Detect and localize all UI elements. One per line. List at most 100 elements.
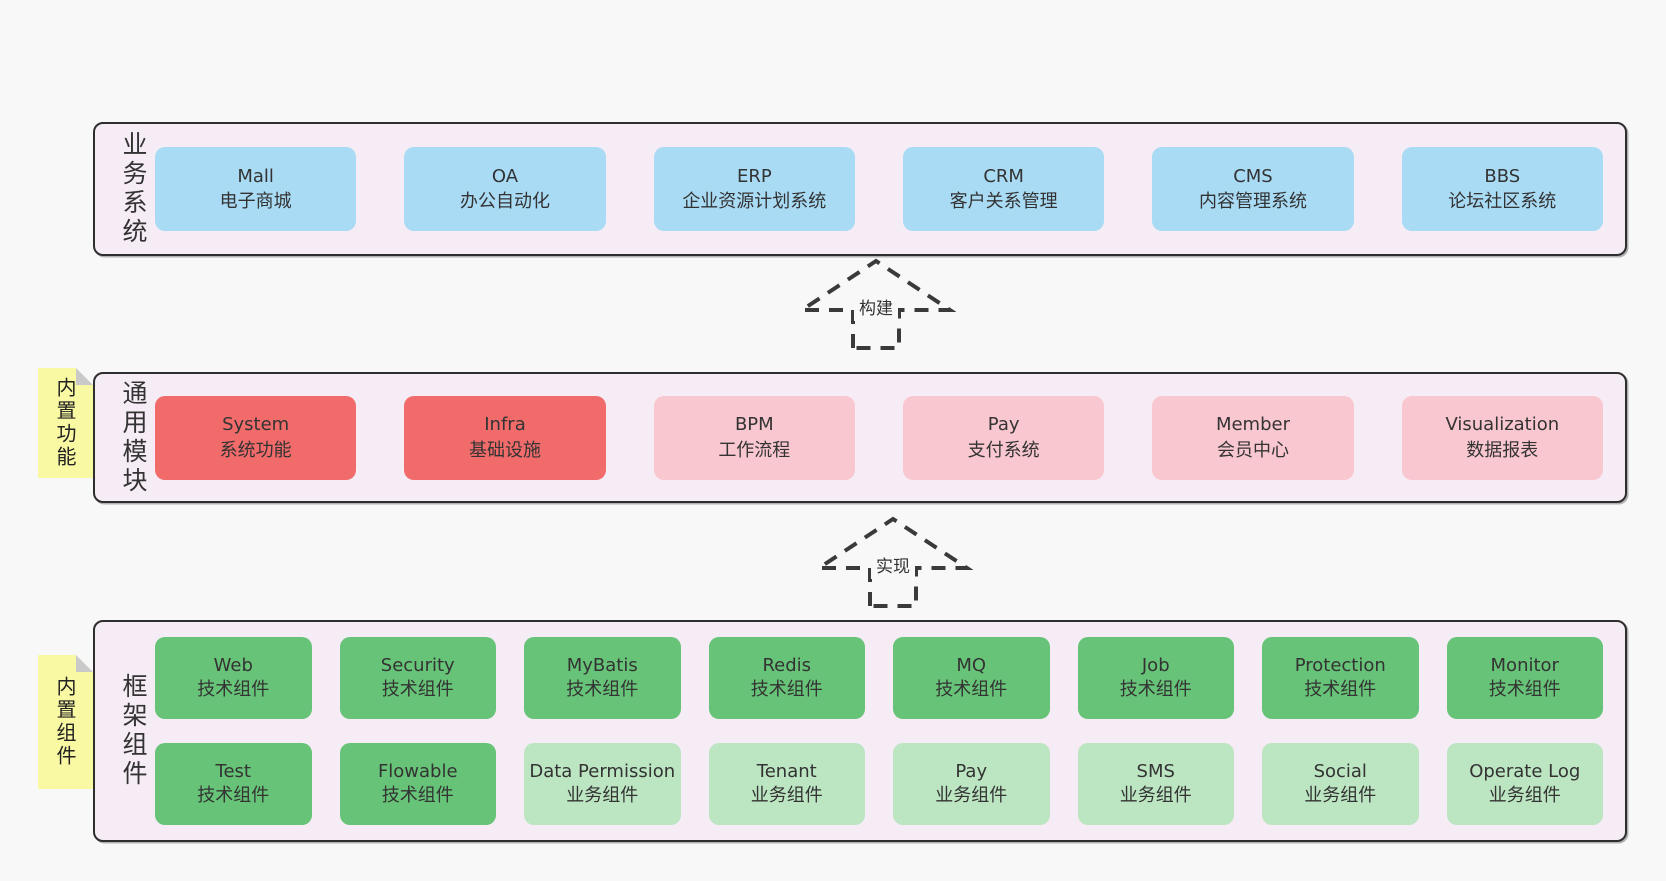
section-common-modules: 通用模块 System 系统功能 Infra 基础设施 BPM 工作流程 Pay 支付系统 Me… [93, 372, 1627, 503]
box-subtitle: 技术组件 [381, 679, 454, 700]
box-subtitle: 业务组件 [935, 785, 1008, 806]
box-subtitle: 技术组件 [566, 679, 639, 700]
box-subtitle: 技术组件 [935, 679, 1008, 700]
box-title: Monitor [1490, 655, 1559, 677]
box-title: MyBatis [566, 655, 638, 677]
box-title: Operate Log [1469, 761, 1581, 783]
box-title: Flowable [377, 761, 458, 783]
section-label: 通用模块 [119, 379, 148, 496]
box-title: Data Permission [529, 761, 676, 783]
box-title: Pay [987, 414, 1020, 436]
box-title: Redis [762, 655, 812, 677]
box-subtitle: 技术组件 [750, 679, 823, 700]
box-erp: ERP 企业资源计划系统 [653, 147, 855, 231]
section-label: 业务系统 [119, 131, 148, 247]
note-built-in-functions: 内置功能 [38, 368, 93, 478]
box-subtitle: 数据报表 [1466, 439, 1539, 461]
box-oa: OA 办公自动化 [404, 147, 606, 231]
arrow-implement: 实现 [813, 514, 973, 610]
box-title: System [222, 414, 290, 436]
box-subtitle: 业务组件 [1304, 785, 1377, 806]
box-title: Pay [955, 761, 988, 783]
box-system: System 系统功能 [155, 395, 357, 480]
box-title: SMS [1136, 761, 1175, 783]
box-subtitle: 办公自动化 [459, 191, 550, 212]
folded-corner-icon [76, 655, 93, 672]
box-subtitle: 技术组件 [381, 785, 454, 806]
box-title: MQ [956, 655, 987, 677]
box-bpm: BPM 工作流程 [653, 395, 855, 480]
box-title: Tenant [756, 761, 817, 783]
box-subtitle: 业务组件 [1488, 785, 1561, 806]
box-infra: Infra 基础设施 [404, 395, 606, 480]
box-visualization: Visualization 数据报表 [1401, 395, 1603, 480]
section-label: 框架组件 [119, 673, 148, 789]
box-title: OA [491, 165, 519, 187]
box-subtitle: 论坛社区系统 [1448, 191, 1557, 212]
box-title: Protection [1294, 655, 1386, 677]
box-row: System 系统功能 Infra 基础设施 BPM 工作流程 Pay 支付系统 Member 会… [151, 395, 1625, 480]
box-subtitle: 技术组件 [197, 785, 270, 806]
box-title: Infra [484, 414, 526, 436]
box-subtitle: 客户关系管理 [949, 191, 1058, 212]
box-subtitle: 工作流程 [718, 439, 791, 461]
box-title: ERP [736, 165, 772, 187]
note-built-in-components: 内置组件 [38, 655, 93, 789]
box-crm: CRM 客户关系管理 [902, 147, 1105, 231]
box-subtitle: 技术组件 [1119, 679, 1192, 700]
box-subtitle: 会员中心 [1216, 439, 1289, 461]
box-title: Visualization [1445, 414, 1560, 436]
note-label: 内置组件 [53, 676, 77, 768]
box-subtitle: 支付系统 [967, 439, 1040, 461]
box-subtitle: 业务组件 [750, 785, 823, 806]
box-title: BBS [1484, 165, 1521, 187]
box-title: Security [380, 655, 455, 677]
box-subtitle: 业务组件 [566, 785, 639, 806]
box-subtitle: 技术组件 [197, 679, 270, 700]
box-title: Job [1141, 655, 1170, 677]
arrow-label: 实现 [871, 550, 915, 579]
dashed-up-arrow-icon [796, 258, 956, 350]
box-pay: Pay 支付系统 [902, 395, 1105, 480]
box-title: Mall [237, 165, 274, 187]
box-title: Member [1215, 414, 1290, 436]
box-bbs: BBS 论坛社区系统 [1401, 147, 1603, 231]
box-subtitle: 业务组件 [1119, 785, 1192, 806]
box-title: Test [215, 761, 251, 783]
arrow-label: 构建 [854, 292, 898, 321]
folded-corner-icon [76, 368, 93, 385]
dashed-up-arrow-icon [813, 516, 973, 608]
box-subtitle: 企业资源计划系统 [682, 191, 827, 212]
box-subtitle: 基础设施 [468, 439, 541, 461]
box-title: Web [213, 655, 253, 677]
box-title: CRM [983, 165, 1024, 187]
box-subtitle: 技术组件 [1488, 679, 1561, 700]
box-subtitle: 技术组件 [1304, 679, 1377, 700]
box-subtitle: 系统功能 [219, 439, 292, 461]
box-title: BPM [734, 414, 774, 436]
box-title: CMS [1233, 165, 1273, 187]
arrow-build: 构建 [796, 256, 956, 352]
